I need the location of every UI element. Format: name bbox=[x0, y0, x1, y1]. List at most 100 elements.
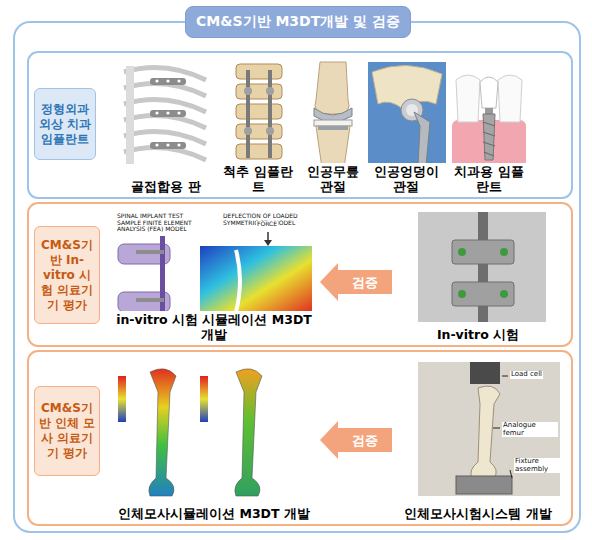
dental-picture-part bbox=[483, 114, 495, 160]
bone-plates-part bbox=[150, 142, 186, 149]
spine-picture-part bbox=[236, 84, 282, 99]
rib-plate-picture-part bbox=[124, 148, 206, 161]
knee-picture-part bbox=[316, 126, 350, 168]
row-label: CM&S기반 In-vitro 시험 의료기기 평가 bbox=[34, 226, 100, 324]
dental-picture bbox=[452, 75, 526, 168]
label-text: CM&S기반 In-vitro 시험 의료기기 평가 bbox=[38, 238, 96, 313]
femur-fea-picture-part bbox=[200, 376, 208, 422]
caption: 치과용 임플란트 bbox=[448, 163, 530, 196]
spine-picture-part bbox=[236, 144, 282, 159]
frame-part bbox=[14, 22, 580, 532]
femur-fea-picture-part bbox=[118, 376, 126, 422]
spine-picture-part bbox=[236, 104, 282, 119]
caption: 인체모사시험시스템 개발 bbox=[402, 505, 553, 523]
bone-plates-part bbox=[166, 111, 169, 114]
dental-picture-part bbox=[498, 75, 522, 122]
knee-picture-part bbox=[318, 126, 348, 130]
fea-spine-picture-part bbox=[136, 250, 164, 254]
edge-label: 검증 bbox=[352, 434, 378, 447]
block-arrow bbox=[320, 263, 392, 301]
block-arrow bbox=[320, 421, 392, 459]
picture-label: SPINAL IMPLANT TEST SAMPLE FINITE ELEMEN… bbox=[116, 213, 204, 233]
femur-test-picture-part bbox=[470, 362, 500, 384]
bone-plates-part bbox=[177, 111, 180, 114]
femur-fea-picture-part bbox=[235, 369, 262, 496]
test-machine-picture bbox=[418, 212, 546, 322]
edge-label: 검증 bbox=[352, 276, 378, 289]
knee-picture bbox=[314, 62, 352, 168]
test-panel: 인체모사시험시스템 개발 bbox=[392, 360, 564, 523]
title-tab: CM&S기반 M3DT개발 및 검증 bbox=[185, 6, 411, 38]
femur-test-picture-part bbox=[493, 428, 500, 429]
picture-label: Load cell bbox=[510, 371, 543, 379]
test-machine-picture-part bbox=[418, 212, 546, 322]
fea-spine-picture-part bbox=[136, 298, 164, 302]
femur-fea-picture bbox=[118, 369, 262, 496]
femur-test-picture bbox=[418, 362, 560, 496]
implant-picture: 척추 임플란트 bbox=[216, 60, 300, 196]
frame bbox=[14, 22, 580, 532]
hip-picture-part bbox=[414, 112, 430, 166]
caption: 골접합용 판 bbox=[129, 178, 202, 196]
implant-picture: 골접합용 판 bbox=[118, 60, 214, 196]
hip-picture bbox=[368, 62, 446, 168]
row-label: CM&S기반 인체 모사 의료기기 평가 bbox=[34, 386, 100, 476]
dental-picture-part bbox=[480, 77, 498, 108]
test-machine-picture-part bbox=[458, 248, 466, 256]
dental-picture-part bbox=[456, 75, 480, 122]
femur-test-picture-part bbox=[418, 362, 560, 496]
caption: in-vitro 시험 시뮬레이션 M3DT 개발 bbox=[108, 311, 320, 344]
fea-spine-picture-part bbox=[264, 240, 272, 246]
spine-picture-part bbox=[236, 64, 282, 79]
frame-part bbox=[28, 351, 572, 525]
test-machine-picture-part bbox=[500, 290, 508, 298]
caption: 척추 임플란트 bbox=[216, 163, 300, 196]
frame-part bbox=[28, 52, 572, 198]
spine-picture bbox=[236, 64, 282, 159]
dental-picture-part bbox=[483, 122, 495, 156]
implant-picture: 인공무릎 관절 bbox=[302, 60, 364, 196]
dental-picture-part bbox=[485, 108, 493, 114]
spine-picture-part bbox=[246, 70, 250, 158]
caption: 인공엉덩이 관절 bbox=[366, 163, 446, 196]
bone-plates-part bbox=[155, 111, 158, 114]
picture-label: Fixture assembly bbox=[514, 458, 560, 473]
test-machine-picture-part bbox=[500, 248, 508, 256]
bone-plates-part bbox=[177, 143, 180, 146]
caption: In-vitro 시험 bbox=[435, 326, 521, 344]
test-machine-picture-part bbox=[452, 240, 514, 264]
test-machine-picture-part bbox=[458, 290, 466, 298]
femur-test-picture-part bbox=[471, 386, 500, 478]
implant-picture: 인공엉덩이 관절 bbox=[366, 60, 446, 196]
bone-plates bbox=[150, 78, 186, 149]
rib-plate-picture-part bbox=[124, 84, 206, 97]
fea-spine-picture-part bbox=[200, 246, 312, 316]
fea-spine-picture bbox=[118, 232, 312, 320]
test-panel: In-vitro 시험 bbox=[392, 210, 564, 344]
frame-part bbox=[28, 203, 572, 346]
caption: 인체모사시뮬레이션 M3DT 개발 bbox=[116, 505, 312, 523]
femur-fea-picture-part bbox=[149, 369, 176, 496]
fea-spine-picture-part bbox=[236, 250, 240, 312]
row-label: 정형외과 외상 치과 임플란트 bbox=[34, 88, 96, 160]
label-text: 정형외과 외상 치과 임플란트 bbox=[38, 102, 92, 147]
hip-picture-part bbox=[368, 62, 446, 168]
picture-label: FORCE bbox=[256, 221, 278, 228]
bone-plates-part bbox=[155, 143, 158, 146]
spine-picture-part bbox=[266, 87, 274, 95]
bone-plates-part bbox=[166, 143, 169, 146]
bone-plates-part bbox=[150, 110, 186, 117]
spine-picture-part bbox=[244, 127, 252, 135]
test-machine-picture-part bbox=[452, 282, 514, 306]
fea-spine-picture-part bbox=[160, 236, 165, 320]
femur-test-picture-part bbox=[456, 476, 512, 494]
knee-picture-part bbox=[314, 120, 352, 126]
knee-picture-part bbox=[315, 62, 349, 114]
femur-test-picture-part bbox=[510, 470, 512, 478]
bone-plates-part bbox=[177, 79, 180, 82]
spine-picture-part bbox=[266, 127, 274, 135]
simulation-panel: 인체모사시뮬레이션 M3DT 개발 bbox=[108, 360, 320, 523]
rib-plate-picture-part bbox=[126, 66, 134, 164]
rib-plate-picture-part bbox=[124, 116, 206, 129]
